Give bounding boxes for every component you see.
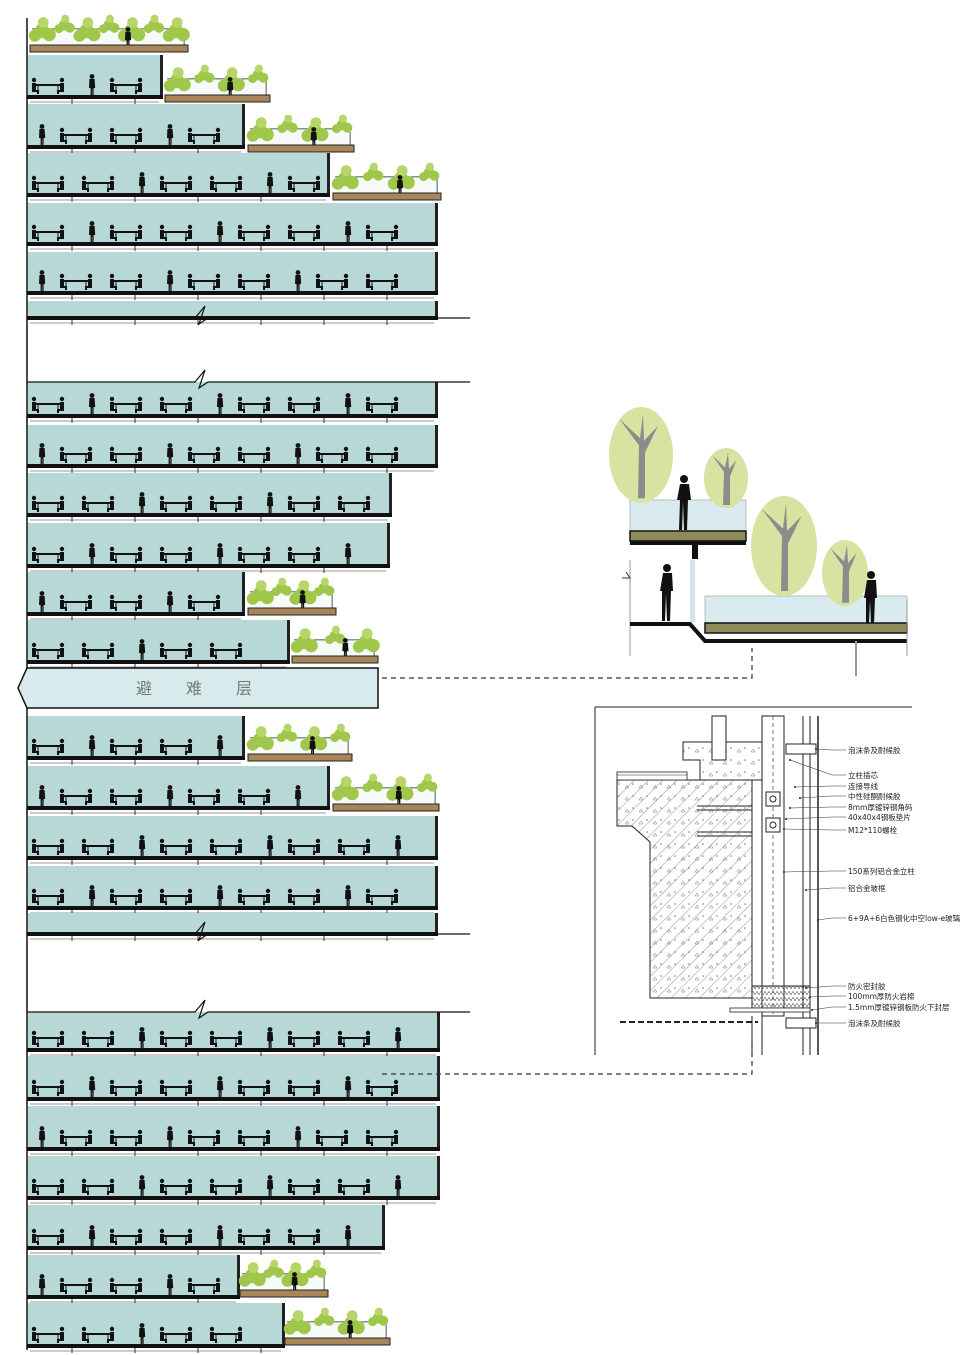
planter-terrace bbox=[238, 1259, 329, 1298]
break-lines bbox=[27, 305, 470, 1020]
refuge-floor-char-3: 层 bbox=[236, 679, 254, 698]
floor-band bbox=[27, 620, 290, 669]
floor-band bbox=[27, 866, 438, 915]
fire-insulation bbox=[751, 985, 811, 1009]
detail-label-leader bbox=[805, 985, 846, 989]
detail-label-leader bbox=[783, 828, 846, 831]
floor-band bbox=[27, 252, 438, 300]
planter-terrace bbox=[331, 162, 442, 201]
detail-label: 1.5mm厚镀锌钢板防火下封层 bbox=[848, 1002, 950, 1012]
detail-label: M12*110螺栓 bbox=[848, 825, 898, 835]
detail-label-leader bbox=[794, 785, 846, 788]
refuge-floor-char-2: 难 bbox=[186, 679, 204, 698]
building-section bbox=[27, 14, 442, 1353]
floor-band bbox=[27, 425, 438, 473]
refuge-floor-char-1: 避 bbox=[136, 679, 154, 698]
planter-terrace bbox=[246, 723, 353, 762]
detail-label-leader bbox=[789, 806, 846, 809]
detail-label: 150系列铝合金立柱 bbox=[848, 866, 915, 876]
floor-band bbox=[27, 153, 330, 202]
floor-band bbox=[27, 301, 438, 325]
detail-label: 中性硅酮耐候胶 bbox=[848, 791, 901, 801]
detail-label-leader bbox=[811, 1006, 846, 1011]
floor-band bbox=[27, 1303, 285, 1353]
terrace-section-detail bbox=[609, 407, 908, 676]
floor-band bbox=[27, 1056, 440, 1106]
detail-label: 连接导线 bbox=[848, 781, 878, 791]
detail-label-leader bbox=[809, 995, 846, 998]
planter-terrace bbox=[163, 64, 271, 103]
planter-terrace bbox=[28, 14, 190, 53]
planter-terrace bbox=[283, 1307, 391, 1346]
detail-label-leader bbox=[785, 816, 846, 820]
detail-label-leader bbox=[815, 748, 846, 751]
detail-label-leader bbox=[805, 887, 846, 891]
detail-label: 100mm厚防火岩棉 bbox=[848, 991, 914, 1001]
floor-band bbox=[27, 473, 392, 522]
detail-label-leader bbox=[799, 795, 846, 799]
detail-label-leader bbox=[783, 870, 846, 873]
detail-label-leader bbox=[789, 759, 846, 776]
detail-label: 防火密封胶 bbox=[848, 981, 886, 991]
floor-band bbox=[27, 816, 438, 865]
floor-band bbox=[27, 1205, 385, 1255]
floor-band bbox=[27, 55, 163, 104]
floor-band bbox=[27, 716, 245, 765]
curtain-wall-detail: 泡沫条及耐候胶立柱插芯连接导线中性硅酮耐候胶8mm厚镀锌钢角码40x40x4钢板… bbox=[594, 706, 960, 1055]
floor-band bbox=[27, 104, 245, 154]
floor-band bbox=[27, 203, 438, 251]
floor-band bbox=[27, 523, 390, 573]
planter-terrace bbox=[331, 773, 440, 812]
detail-label: 泡沫条及耐候胶 bbox=[848, 745, 901, 755]
planter-terrace bbox=[246, 577, 337, 616]
detail-label: 泡沫条及耐候胶 bbox=[848, 1018, 901, 1028]
detail-label-leader bbox=[817, 917, 846, 921]
detail-label: 立柱插芯 bbox=[848, 770, 878, 780]
detail-label: 40x40x4钢板垫片 bbox=[848, 812, 911, 822]
refuge-floor: 避 难 层 bbox=[17, 667, 379, 709]
floor-band bbox=[27, 766, 330, 815]
callout-leaders bbox=[382, 648, 753, 1075]
floor-band bbox=[27, 1106, 440, 1156]
floor-band bbox=[27, 382, 438, 423]
floor-band bbox=[27, 572, 245, 621]
detail-label: 8mm厚镀锌钢角码 bbox=[848, 802, 913, 812]
floor-band bbox=[27, 1156, 440, 1205]
planter-terrace bbox=[290, 625, 380, 664]
detail-labels: 泡沫条及耐候胶立柱插芯连接导线中性硅酮耐候胶8mm厚镀锌钢角码40x40x4钢板… bbox=[783, 745, 960, 1028]
planter-terrace bbox=[246, 114, 355, 153]
detail-label: 铝合金玻框 bbox=[848, 883, 886, 893]
floor-band bbox=[27, 1012, 440, 1057]
detail-label: 6+9A+6白色钢化中空low-e玻璃 bbox=[848, 913, 960, 923]
floor-band bbox=[27, 1255, 240, 1304]
floor-band bbox=[27, 913, 438, 941]
